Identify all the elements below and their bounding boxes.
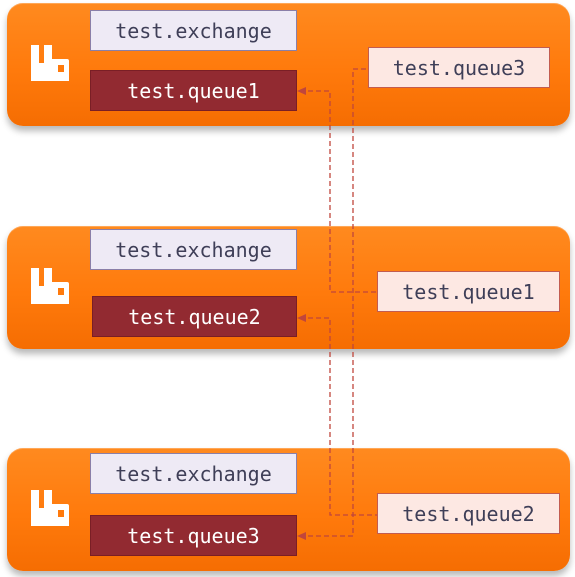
- exchange-box: test.exchange: [90, 229, 297, 270]
- node-panel-1: test.exchange test.queue1 test.queue3: [7, 3, 570, 126]
- queue-box: test.queue3: [90, 515, 297, 556]
- queue-box: test.queue1: [90, 70, 297, 111]
- queue-box: test.queue2: [92, 296, 297, 337]
- exchange-box: test.exchange: [90, 10, 297, 51]
- rabbitmq-logo-icon: [29, 488, 71, 528]
- mirror-queue-box: test.queue2: [377, 493, 560, 534]
- node-panel-2: test.exchange test.queue2 test.queue1: [7, 226, 570, 349]
- mirror-queue-box: test.queue1: [377, 271, 560, 312]
- exchange-box: test.exchange: [90, 453, 297, 494]
- rabbitmq-logo-icon: [29, 266, 71, 306]
- mirror-queue-box: test.queue3: [368, 47, 550, 88]
- node-panel-3: test.exchange test.queue3 test.queue2: [7, 448, 570, 571]
- rabbitmq-logo-icon: [29, 43, 71, 83]
